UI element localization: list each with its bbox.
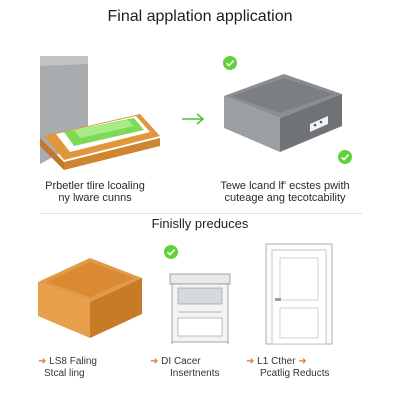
cured-block-illustration — [224, 74, 342, 152]
arrow-right-icon: ➜ — [38, 356, 47, 367]
product-caption: ➜ DI Cacer Insertnents — [150, 356, 219, 380]
coating-board-illustration — [40, 56, 160, 170]
door-icon — [265, 243, 333, 345]
check-icon — [164, 245, 178, 259]
product-name: DI Cacer — [161, 356, 201, 367]
product-name: L1 Cther — [257, 356, 296, 367]
check-icon — [338, 150, 352, 164]
product-caption: ➜ LS8 Faling Stcal ling — [38, 356, 97, 380]
step1-caption: Prbetler tlire lcoaling ny lware cunns — [20, 180, 170, 204]
check-icon — [223, 56, 237, 70]
step2-caption-line1: Tewe lcand lf' ecstes pwith — [220, 180, 350, 192]
arrow-right-icon: ➜ — [298, 356, 307, 367]
section-title: Finislly preduces — [151, 216, 249, 231]
product-subtitle: Insertnents — [170, 368, 220, 379]
product-subtitle: Stcal ling — [44, 368, 85, 379]
page-title: Final applation application — [107, 8, 293, 25]
cabinet-icon — [169, 273, 231, 344]
box-icon — [38, 258, 142, 338]
arrow-right-icon — [182, 113, 205, 125]
arrow-right-icon: ➜ — [246, 356, 255, 367]
step1-caption-line1: Prbetler tlire lcoaling — [45, 180, 145, 192]
product-name: LS8 Faling — [49, 356, 97, 367]
section-divider — [40, 213, 362, 214]
step2-caption-line2: cuteage ang tecotcability — [224, 192, 346, 204]
step2-caption: Tewe lcand lf' ecstes pwith cuteage ang … — [210, 180, 360, 204]
product-subtitle: Pcatlig Reducts — [260, 368, 330, 379]
step1-caption-line2: ny lware cunns — [58, 192, 132, 204]
arrow-right-icon: ➜ — [150, 356, 159, 367]
product-caption: ➜ L1 Cther ➜ Pcatlig Reducts — [246, 356, 329, 380]
